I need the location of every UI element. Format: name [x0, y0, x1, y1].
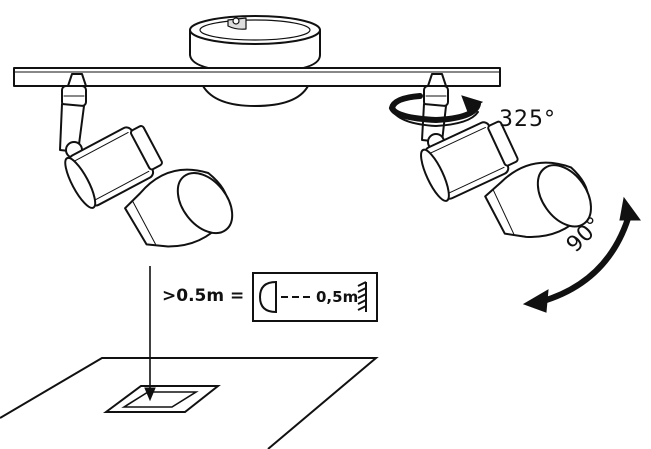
rotation-angle-label: 325° — [499, 107, 556, 132]
lamp-distance-icon — [258, 280, 367, 314]
bar-dome — [202, 85, 309, 107]
right-spotlight — [420, 73, 592, 238]
rotation-arrow — [388, 93, 484, 128]
symbol-distance-text: 0,5m — [316, 288, 359, 306]
floor-plane — [0, 357, 379, 449]
tilt-arrow — [522, 196, 641, 313]
distance-symbol-box: 0,5m — [252, 272, 378, 322]
min-distance-label: >0.5m = — [162, 286, 245, 306]
mounting-bar — [13, 67, 501, 87]
ceiling-canopy — [189, 15, 321, 73]
left-spotlight — [59, 73, 234, 248]
beam-line — [144, 266, 156, 402]
target-square — [102, 385, 221, 413]
